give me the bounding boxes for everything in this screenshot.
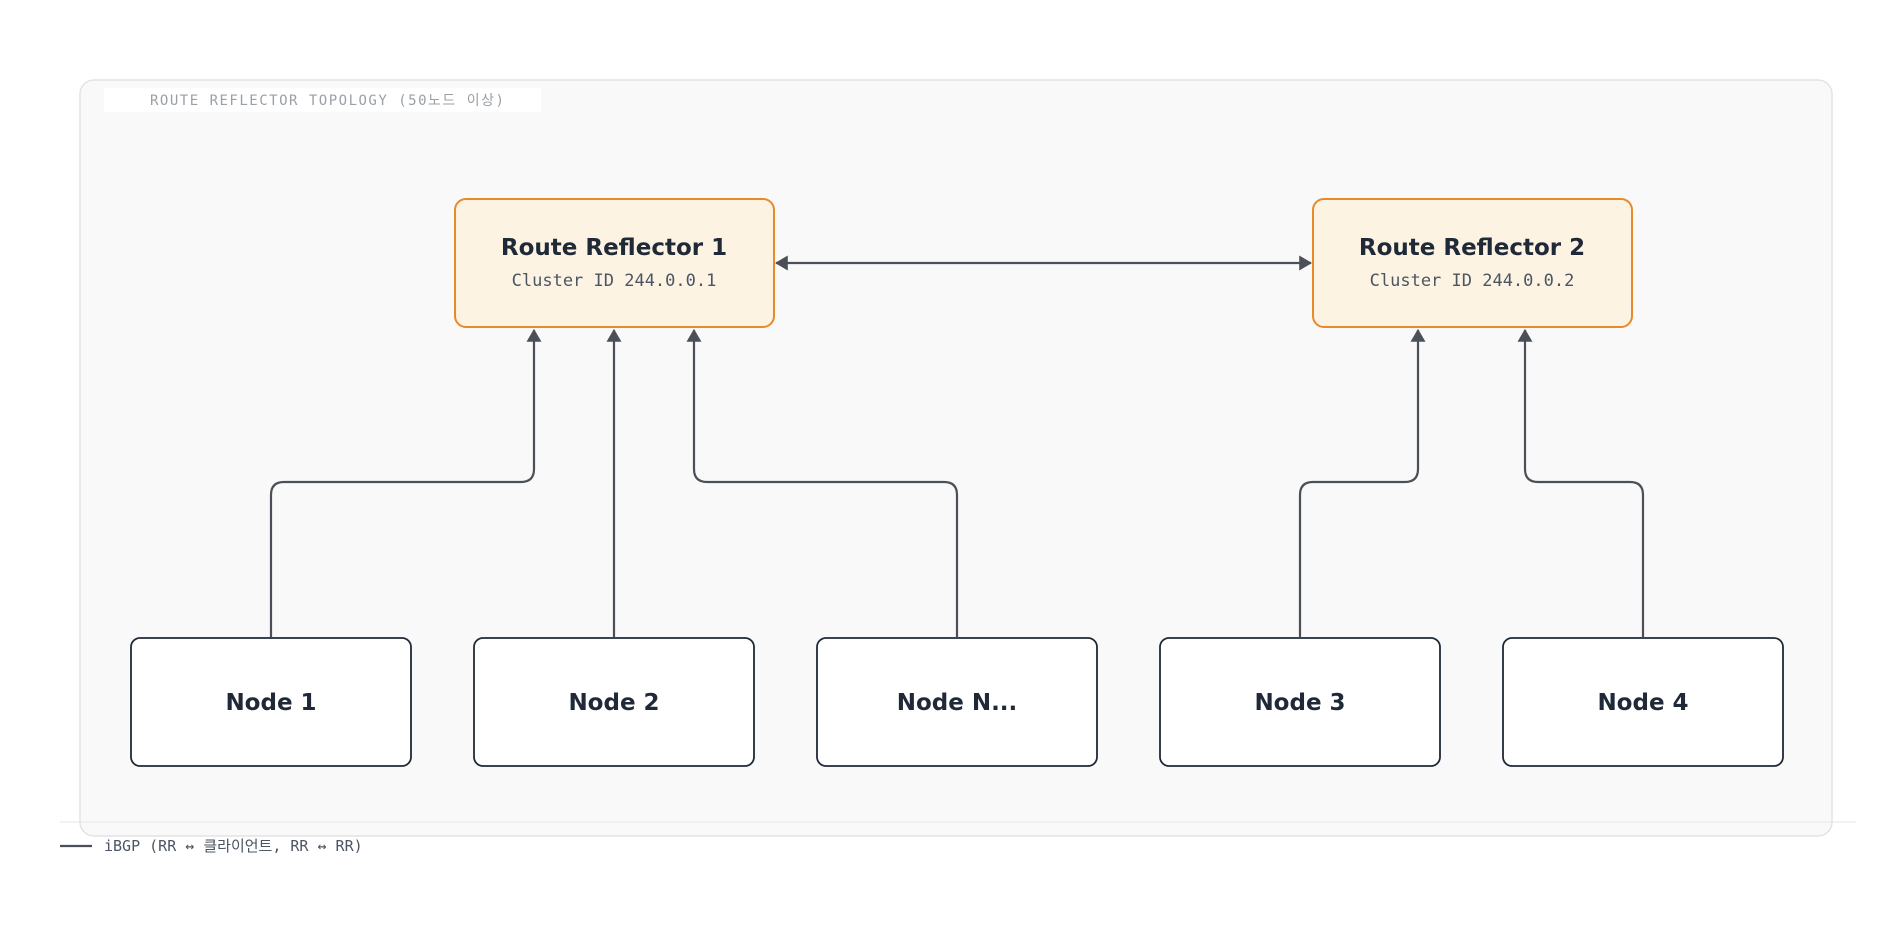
node-2: Node 2 [473, 637, 755, 767]
node-4-box [1502, 637, 1784, 767]
route-reflector-2: Route Reflector 2 Cluster ID 244.0.0.2 [1312, 198, 1633, 328]
node-n-box [816, 637, 1098, 767]
legend-label: iBGP (RR ↔ 클라이언트, RR ↔ RR) [104, 837, 363, 855]
frame-title-background [104, 88, 541, 112]
route-reflector-1-cluster-id: Cluster ID 244.0.0.1 [512, 271, 717, 291]
node-n: Node N... [816, 637, 1098, 767]
connector-node-3-to-rr2 [1298, 328, 1426, 637]
route-reflector-2-cluster-id: Cluster ID 244.0.0.2 [1370, 271, 1575, 291]
route-reflector-2-title: Route Reflector 2 [1359, 235, 1585, 261]
node-2-label: Node 2 [568, 690, 659, 716]
node-3-label: Node 3 [1254, 690, 1345, 716]
connector-node-1-to-rr1 [269, 328, 542, 637]
frame-title: ROUTE REFLECTOR TOPOLOGY (50노드 이상) [150, 93, 505, 109]
route-reflector-1-title: Route Reflector 1 [501, 235, 727, 261]
node-2-box [473, 637, 755, 767]
connector-node-4-to-rr2 [1517, 328, 1645, 637]
route-reflector-1-box [454, 198, 775, 328]
node-4-label: Node 4 [1597, 690, 1688, 716]
node-4: Node 4 [1502, 637, 1784, 767]
node-3-box [1159, 637, 1441, 767]
route-reflector-1: Route Reflector 1 Cluster ID 244.0.0.1 [454, 198, 775, 328]
node-n-label: Node N... [897, 690, 1018, 716]
node-1-label: Node 1 [225, 690, 316, 716]
node-3: Node 3 [1159, 637, 1441, 767]
node-1-box [130, 637, 412, 767]
route-reflector-2-box [1312, 198, 1633, 328]
legend: iBGP (RR ↔ 클라이언트, RR ↔ RR) [60, 837, 363, 855]
node-1: Node 1 [130, 637, 412, 767]
connector-node-n-to-rr1 [686, 328, 959, 637]
